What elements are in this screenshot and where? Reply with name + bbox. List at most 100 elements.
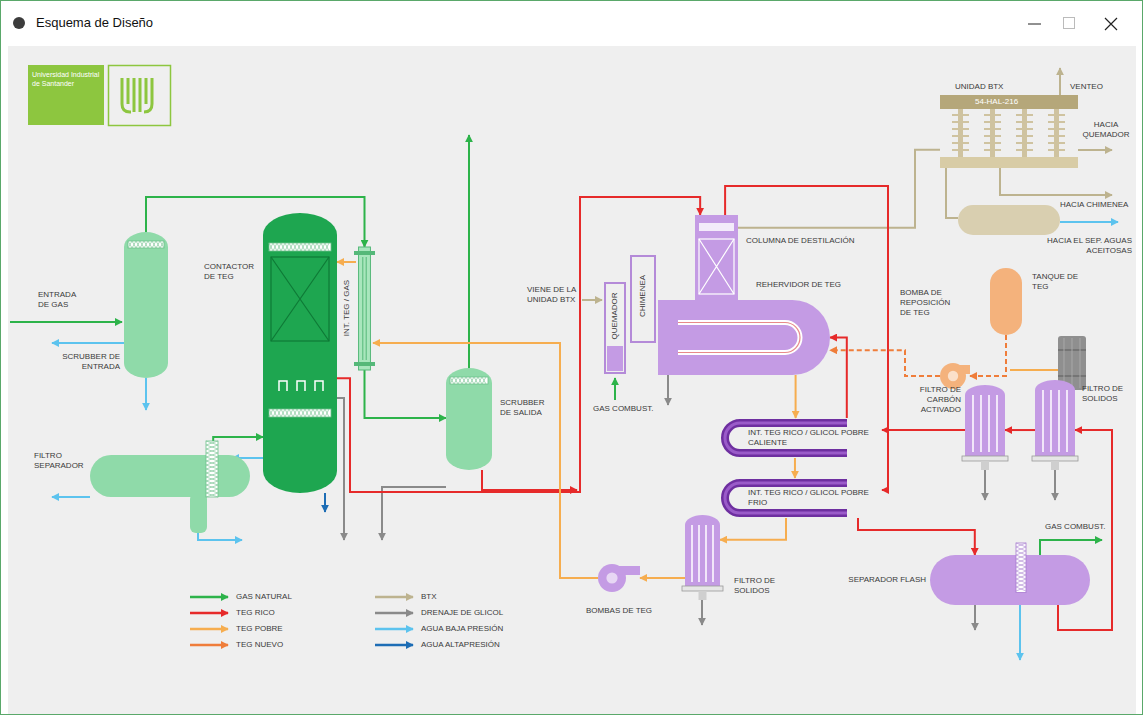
inlet-scrubber: SCRUBBER DE ENTRADA	[124, 232, 168, 378]
teg-gas-exchanger: INT. TEG / GAS	[356, 247, 373, 370]
distillation-column: COLUMNA DE DESTILACIÓN	[695, 215, 738, 300]
to-stack-label: HACIA CHIMENEA	[1060, 200, 1136, 210]
pipe-connector	[720, 518, 786, 540]
equipment-label: COLUMNA DE DESTILACIÓN	[746, 236, 876, 246]
equipment-label: CHIMENEA	[638, 275, 648, 317]
equipment-label: TANQUE DE TEG	[1032, 272, 1082, 292]
legend-sample	[375, 644, 413, 647]
filter-separator: FILTRO SEPARADOR	[90, 455, 250, 497]
pipe-connector	[365, 370, 447, 418]
legend-text: TEG POBRE	[236, 624, 283, 634]
legend-text: BTX	[421, 592, 437, 602]
equipment-label: REHERVIDOR DE TEG	[756, 280, 866, 290]
hot-exchanger-shape	[722, 418, 882, 458]
inlet-scrubber-shape	[124, 232, 168, 378]
gas-inlet-label: ENTRADA DE GAS	[38, 290, 84, 310]
equipment-label: FILTRO DE CARBÓN ACTIVADO	[905, 385, 961, 415]
legend-sample	[190, 628, 228, 631]
equipment-label: SEPARADOR FLASH	[848, 575, 926, 585]
to-burner-label: HACIA QUEMADOR	[1080, 120, 1132, 140]
equipment-label: SCRUBBER DE ENTRADA	[56, 352, 120, 372]
equipment-label: BOMBAS DE TEG	[586, 606, 666, 616]
equipment-label: FILTRO DE SOLIDOS	[1082, 384, 1134, 404]
distillation-column-shape	[695, 215, 738, 300]
carbon-filter: FILTRO DE CARBÓN ACTIVADO	[965, 385, 1005, 470]
university-logo	[28, 65, 171, 126]
to-oily-water-label: HACIA EL SEP. AGUAS ACEITOSAS	[1018, 236, 1132, 256]
fuel-gas-label: GAS COMBUST.	[1045, 522, 1115, 532]
window-title: Esquema de Diseño	[36, 15, 153, 31]
flash-separator-shape	[930, 555, 1090, 605]
pipe-connector	[337, 197, 700, 492]
solids-filter: FILTRO DE SOLIDOS	[685, 515, 720, 600]
pipe-connector	[337, 261, 356, 263]
legend-sample	[190, 612, 228, 615]
btx-lines	[582, 68, 1112, 300]
legend-text: AGUA ALTAPRESIÓN	[421, 640, 500, 650]
teg-contactor: CONTACTOR DE TEG	[263, 213, 337, 493]
carbon-filter-shape	[965, 385, 1005, 470]
burner: QUEMADOR	[604, 282, 626, 374]
pipe-connector	[970, 335, 1006, 376]
equipment-label: INT. TEG / GAS	[342, 280, 352, 336]
legend-text: DRENAJE DE GLICOL	[421, 608, 503, 618]
outlet-scrubber-shape	[446, 368, 492, 470]
pipe-connector	[738, 150, 940, 228]
pipe-connector	[882, 429, 965, 431]
pipe-connector	[795, 375, 797, 418]
legend-sample	[190, 644, 228, 647]
equipment-label: CONTACTOR DE TEG	[204, 262, 260, 282]
teg-contactor-shape	[263, 213, 337, 493]
solids-filter-shape	[1035, 380, 1075, 470]
filter-separator-shape	[90, 455, 250, 497]
water-lines	[52, 222, 1118, 660]
vent-label: VENTEO	[1070, 82, 1120, 92]
legend-sample	[375, 596, 413, 599]
flash-separator: SEPARADOR FLASH	[930, 555, 1090, 605]
teg-reboiler: REHERVIDOR DE TEG	[658, 300, 830, 375]
pipe-connector	[794, 458, 796, 478]
teg-tank: TANQUE DE TEG	[990, 268, 1022, 335]
pipe-connector	[830, 350, 940, 376]
pipe-connector	[640, 577, 685, 579]
university-name: Universidad Industrial de Santander	[32, 70, 100, 88]
cold-exchanger: INT. TEG RICO / GLICOL POBRE FRIO	[722, 478, 882, 518]
gas-lines	[10, 135, 1102, 555]
legend-text: TEG RICO	[236, 608, 275, 618]
solids-filter-shape	[685, 515, 720, 600]
equipment-label: BOMBA DE REPOSICIÓN DE TEG	[900, 288, 960, 318]
pipe-connector	[1005, 429, 1035, 431]
teg-pumps-shape	[598, 564, 640, 592]
rich-teg-stub	[482, 470, 577, 490]
pipe-connector	[858, 518, 975, 555]
equipment-label: INT. TEG RICO / GLICOL POBRE CALIENTE	[748, 428, 876, 448]
legend-text: GAS NATURAL	[236, 592, 292, 602]
btx-drum	[958, 205, 1060, 235]
legend-text: AGUA BAJA PRESIÓN	[421, 624, 503, 634]
btx-return-label: VIENE DE LA UNIDAD BTX	[527, 285, 577, 305]
equipment-label: SCRUBBER DE SALIDA	[500, 398, 554, 418]
equipment-label: FILTRO DE SOLIDOS	[734, 576, 796, 596]
pipe-connector	[213, 437, 263, 455]
teg-gas-exchanger-shape	[356, 247, 373, 370]
equipment-label: FILTRO SEPARADOR	[34, 451, 88, 471]
hot-exchanger: INT. TEG RICO / GLICOL POBRE CALIENTE	[722, 418, 882, 458]
teg-reboiler-shape	[658, 300, 830, 375]
legend-sample	[190, 596, 228, 599]
legend-sample	[375, 612, 413, 615]
outlet-scrubber: SCRUBBER DE SALIDA	[446, 368, 492, 470]
fuel-gas-label: GAS COMBUST.	[593, 404, 663, 414]
teg-pumps: BOMBAS DE TEG	[598, 564, 640, 592]
pipe-connector	[373, 343, 598, 578]
equipment-tag: 54-HAL-216	[975, 97, 1045, 107]
teg-tank-shape	[990, 268, 1022, 335]
equipment-label: INT. TEG RICO / GLICOL POBRE FRIO	[748, 488, 876, 508]
legend-sample	[375, 628, 413, 631]
btx-unit: UNIDAD BTX54-HAL-216	[940, 95, 1078, 168]
solids-filter: FILTRO DE SOLIDOS	[1035, 380, 1075, 470]
legend-text: TEG NUEVO	[236, 640, 283, 650]
equipment-label: QUEMADOR	[610, 292, 620, 339]
equipment-label: UNIDAD BTX	[955, 82, 1035, 92]
chimney: CHIMENEA	[630, 255, 656, 343]
